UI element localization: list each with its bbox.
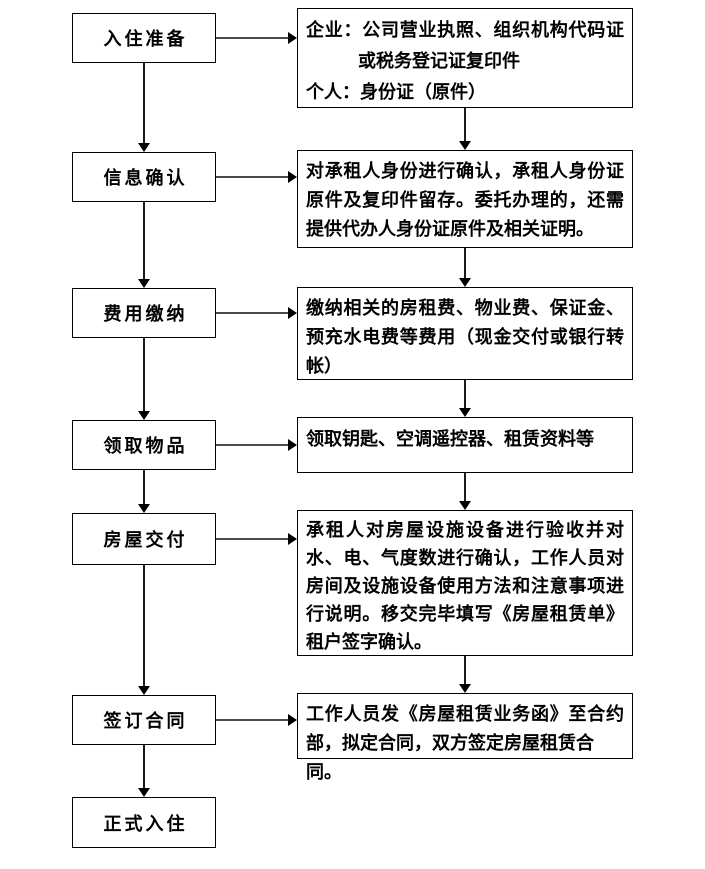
detail-line: 预充水电费等费用（现金交付或银行转 xyxy=(306,327,624,348)
step-box-info-confirm: 信息确认 xyxy=(72,152,216,202)
detail-box-sign-contract: 工作人员发《房屋租赁业务函》至合约 部，拟定合同，双方签定房屋租赁合同。 xyxy=(297,693,633,783)
detail-line: 承租人对房屋设施设备进行验收并对 xyxy=(306,520,624,541)
detail-line: 或税务登记证复印件 xyxy=(358,51,520,72)
arrow-down-icon xyxy=(138,338,150,420)
arrow-down-icon xyxy=(459,108,471,150)
step-label: 入住准备 xyxy=(103,29,188,50)
step-label: 房屋交付 xyxy=(103,530,188,551)
detail-line: 帐） xyxy=(306,356,342,377)
arrow-down-icon xyxy=(138,565,150,695)
arrow-down-icon xyxy=(138,745,150,797)
arrow-down-icon xyxy=(138,470,150,513)
detail-box-info-confirm: 对承租人身份进行确认，承租人身份证 原件及复印件留存。委托办理的，还需 提供代办… xyxy=(297,150,633,248)
step-box-move-in-prep: 入住准备 xyxy=(72,13,216,63)
step-label: 信息确认 xyxy=(103,168,188,189)
step-box-fee-payment: 费用缴纳 xyxy=(72,288,216,338)
detail-line: 个人：身份证（原件） xyxy=(306,82,486,103)
detail-line: 工作人员发《房屋租赁业务函》至合约 xyxy=(306,704,624,725)
arrow-down-icon xyxy=(459,473,471,510)
detail-line: 对承租人身份进行确认，承租人身份证 xyxy=(306,161,624,182)
detail-line: 提供代办人身份证原件及相关证明。 xyxy=(306,219,594,240)
step-box-house-handover: 房屋交付 xyxy=(72,513,216,565)
step-label: 签订合同 xyxy=(103,711,188,732)
step-box-official-move-in: 正式入住 xyxy=(72,797,216,848)
arrow-right-icon xyxy=(216,307,297,319)
detail-box-move-in-prep: 企业：公司营业执照、组织机构代码证 或税务登记证复印件 个人：身份证（原件） xyxy=(297,8,633,108)
detail-line: 企业：公司营业执照、组织机构代码证 xyxy=(306,20,624,41)
arrow-down-icon xyxy=(459,380,471,417)
step-label: 领取物品 xyxy=(103,436,188,457)
detail-line: 水、电、气度数进行确认，工作人员对 xyxy=(306,548,624,569)
detail-line: 租户签字确认。 xyxy=(306,632,432,653)
arrow-down-icon xyxy=(138,202,150,288)
detail-line: 领取钥匙、空调遥控器、租赁资料等 xyxy=(306,429,594,450)
detail-line: 缴纳相关的房租费、物业费、保证金、 xyxy=(306,298,624,319)
detail-line: 部，拟定合同，双方签定房屋租赁合同。 xyxy=(306,733,594,783)
detail-line: 行说明。移交完毕填写《房屋租赁单》 xyxy=(306,604,624,625)
arrow-right-icon xyxy=(216,533,297,545)
step-box-sign-contract: 签订合同 xyxy=(72,695,216,745)
arrow-right-icon xyxy=(216,32,297,44)
step-box-receive-items: 领取物品 xyxy=(72,420,216,470)
arrow-right-icon xyxy=(216,439,297,451)
arrow-right-icon xyxy=(216,171,297,183)
arrow-down-icon xyxy=(138,63,150,152)
arrow-down-icon xyxy=(459,248,471,287)
detail-box-house-handover: 承租人对房屋设施设备进行验收并对 水、电、气度数进行确认，工作人员对 房间及设施… xyxy=(297,510,633,656)
step-label: 正式入住 xyxy=(103,813,188,835)
detail-box-fee-payment: 缴纳相关的房租费、物业费、保证金、 预充水电费等费用（现金交付或银行转 帐） xyxy=(297,287,633,380)
detail-line: 原件及复印件留存。委托办理的，还需 xyxy=(306,190,624,211)
step-label: 费用缴纳 xyxy=(103,304,188,325)
detail-box-receive-items: 领取钥匙、空调遥控器、租赁资料等 xyxy=(297,417,633,473)
arrow-right-icon xyxy=(216,714,297,726)
detail-line: 房间及设施设备使用方法和注意事项进 xyxy=(306,576,624,597)
arrow-down-icon xyxy=(459,656,471,693)
